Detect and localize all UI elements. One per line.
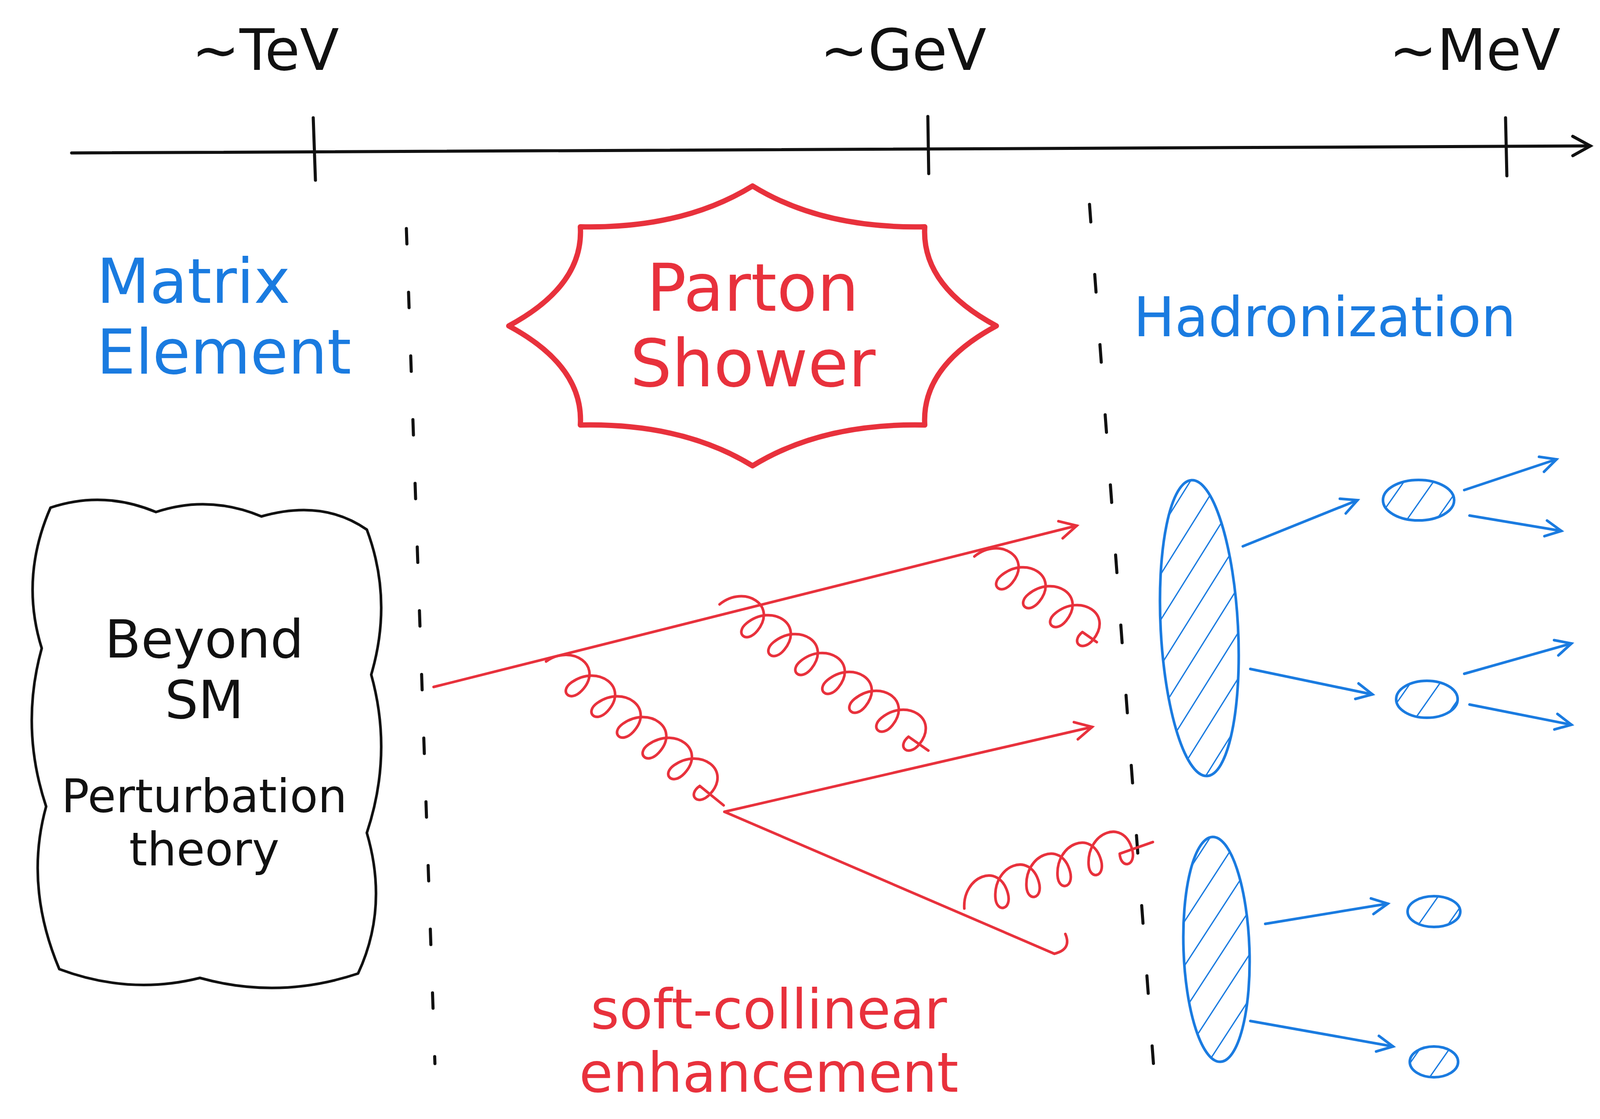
hadron-arrows [1242, 459, 1572, 1047]
note-label: soft-collinear enhancement [483, 977, 1055, 1105]
stage-boundary [406, 204, 1156, 1090]
gluon-lines [538, 536, 1157, 920]
cloud-body: Perturbation theory [50, 769, 359, 877]
scale-label: ~TeV [177, 17, 354, 84]
stage-title: Matrix Element [96, 246, 387, 388]
parton-shower-burst: Parton Shower [507, 184, 999, 468]
scale-label: ~GeV [815, 17, 992, 84]
stage-title: Hadronization [1133, 285, 1517, 349]
bsm-cloud: Beyond SM Perturbation theory [15, 489, 394, 996]
quark-lines [433, 525, 1093, 954]
cloud-heading: Beyond SM [81, 608, 328, 731]
hadron-clusters [1152, 477, 1461, 1077]
energy-axis [71, 116, 1591, 181]
stage-title: Parton Shower [594, 249, 912, 402]
scale-label: ~MeV [1386, 17, 1563, 84]
bsm-cloud-outline [15, 489, 394, 996]
